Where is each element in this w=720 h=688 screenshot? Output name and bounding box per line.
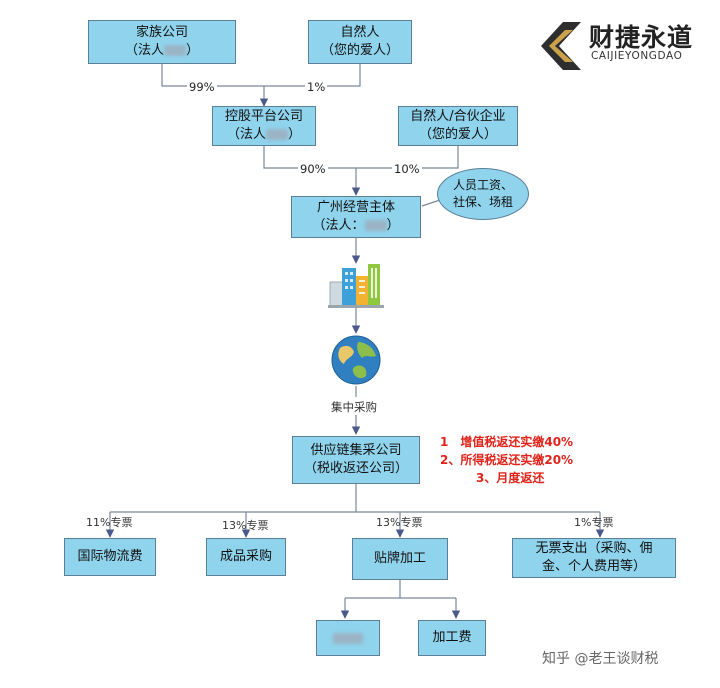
- node-subtitle: （您的爱人）: [320, 43, 399, 58]
- expenses-bubble: 人员工资、 社保、场租: [437, 168, 529, 220]
- logo-subtitle: CAIJIEYONGDAO: [591, 50, 683, 62]
- node-subtitle: （税收返还公司）: [303, 461, 408, 476]
- edge-label-centralized-purchase: 集中采购: [331, 400, 377, 414]
- note-vat-refund: 1 增值税返还实缴40%: [440, 435, 574, 449]
- earth-globe-icon: [331, 335, 381, 385]
- node-partnership[interactable]: 自然人/合伙企业 （您的爱人）: [398, 106, 518, 146]
- edge-person-to-holding: [264, 64, 361, 87]
- edge-label-90: 90%: [298, 162, 328, 176]
- bubble-line: 人员工资、: [452, 178, 513, 192]
- redacted-name: [164, 45, 186, 56]
- watermark: 知乎 @老王谈财税: [542, 651, 659, 667]
- redacted-name: [364, 220, 387, 231]
- redacted-name: [266, 129, 288, 140]
- node-finished-goods[interactable]: 成品采购: [206, 538, 286, 576]
- bubble-line: 社保、场租: [452, 195, 513, 209]
- node-hidden-subcontractor[interactable]: [316, 620, 380, 656]
- edge-label-1: 1%: [305, 80, 328, 94]
- note-income-tax-refund: 2、所得税返还实缴20%: [440, 453, 574, 467]
- node-intl-logistics[interactable]: 国际物流费: [64, 538, 156, 576]
- node-title: 贴牌加工: [373, 551, 426, 566]
- edge-label-tax-1: 1%专票: [574, 516, 614, 529]
- edge-label-10: 10%: [392, 162, 422, 176]
- edge-family-to-holding: [161, 64, 264, 87]
- node-natural-person[interactable]: 自然人 （您的爱人）: [308, 20, 412, 64]
- node-supply-chain[interactable]: 供应链集采公司 （税收返还公司）: [292, 436, 420, 484]
- node-subtitle: （法人）: [226, 127, 302, 142]
- edge-label-tax-13a: 13%专票: [222, 519, 269, 532]
- node-title: 控股平台公司: [224, 109, 303, 124]
- node-family-company[interactable]: 家族公司 （法人）: [88, 20, 236, 64]
- edge-partner-to-gz: [356, 146, 459, 169]
- note-monthly-refund: 3、月度返还: [476, 471, 545, 485]
- node-title: 供应链集采公司: [310, 443, 402, 458]
- logo-name: 财捷永道: [589, 23, 694, 52]
- node-title: 自然人: [340, 25, 380, 40]
- office-buildings-icon: [328, 264, 384, 308]
- node-subtitle: （法人：）: [312, 218, 400, 233]
- logo-mark-icon: [541, 22, 581, 70]
- node-title: 成品采购: [219, 549, 272, 564]
- edge-label-99: 99%: [187, 80, 217, 94]
- node-no-invoice[interactable]: 无票支出（采购、佣 金、个人费用等）: [512, 538, 676, 578]
- node-processing-fee[interactable]: 加工费: [418, 620, 486, 656]
- edge-label-tax-13b: 13%专票: [376, 516, 423, 529]
- node-title: 无票支出（采购、佣: [535, 541, 653, 556]
- node-subtitle: 金、个人费用等）: [541, 559, 646, 574]
- node-title: 广州经营主体: [316, 200, 395, 215]
- node-title: 自然人/合伙企业: [410, 109, 506, 124]
- edge-bubble: [421, 199, 441, 207]
- node-title: 国际物流费: [77, 549, 143, 564]
- edge-label-tax-11: 11%专票: [86, 516, 133, 529]
- brand-logo: 财捷永道 CAIJIEYONGDAO: [537, 16, 707, 76]
- redacted-name: [333, 632, 363, 644]
- node-guangzhou-entity[interactable]: 广州经营主体 （法人：）: [291, 196, 421, 238]
- node-title: 家族公司: [135, 25, 188, 40]
- node-title: 加工费: [432, 630, 472, 645]
- node-subtitle: （法人）: [124, 43, 200, 58]
- node-oem-processing[interactable]: 贴牌加工: [352, 538, 448, 580]
- node-holding-platform[interactable]: 控股平台公司 （法人）: [212, 106, 316, 146]
- node-subtitle: （您的爱人）: [418, 127, 497, 142]
